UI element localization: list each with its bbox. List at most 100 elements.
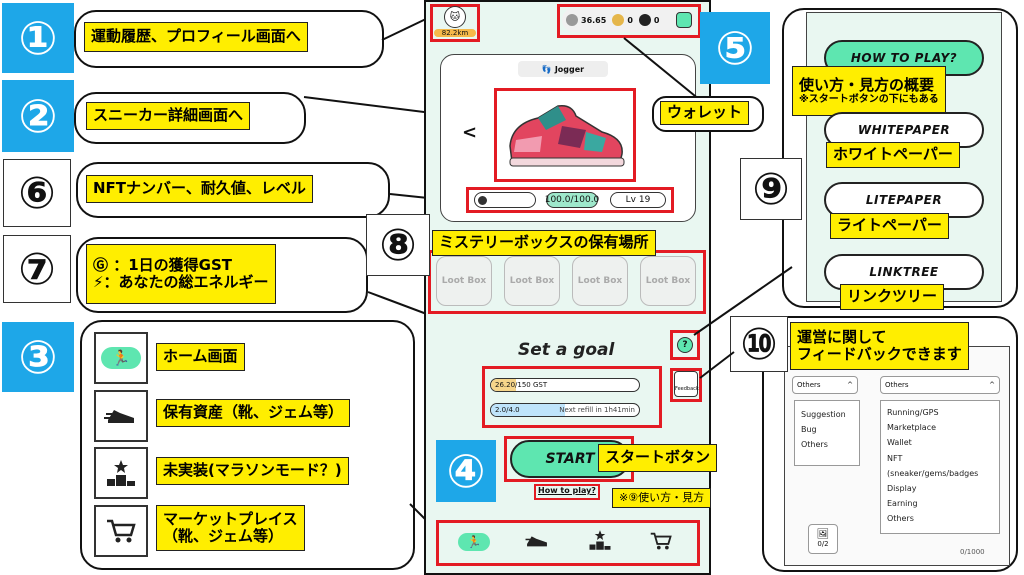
- label-feedback-line2: フィードバックできます: [797, 345, 962, 363]
- sneaker-type-tag: 👣Jogger: [518, 61, 608, 77]
- chevron-up-icon: ^: [989, 381, 995, 389]
- wallet-balance: 36.65: [581, 15, 607, 25]
- subcategory-option[interactable]: NFT (sneaker/gems/badges: [887, 453, 979, 478]
- label-howto-note: ※スタートボタンの下にもある: [799, 93, 939, 105]
- badge-6: ⑥: [3, 159, 71, 227]
- nav-podium-tab[interactable]: [588, 530, 612, 554]
- label-start: スタートボタン: [598, 444, 718, 472]
- label-howto: 使い方・見方の概要 ※スタートボタンの下にもある: [792, 66, 946, 116]
- avatar: 🐱: [444, 6, 466, 28]
- label-nft: NFTナンバー、耐久値、レベル: [86, 175, 313, 203]
- label-unimplemented: 未実装(マラソンモード？): [156, 457, 349, 485]
- category-select[interactable]: Others ^: [792, 376, 858, 394]
- badge-8: ⑧: [366, 214, 430, 276]
- gmt-coin-icon: [638, 14, 651, 26]
- highlight-sneaker: [494, 88, 636, 182]
- image-upload-button[interactable]: 🖼 0/2: [808, 524, 838, 554]
- energy-text: 2.0/4.0: [495, 406, 520, 414]
- label-gst-energy: Ⓖ ：1日の獲得GST ⚡：あなたの総エネルギー: [86, 244, 276, 304]
- podium-icon: [94, 447, 148, 499]
- category-option[interactable]: Suggestion: [801, 410, 846, 419]
- distance-text: 82.2km: [434, 29, 476, 37]
- wallet-icon: [676, 12, 692, 28]
- help-button[interactable]: ?: [677, 337, 693, 353]
- highlight-nav: [436, 520, 700, 566]
- label-assets: 保有資産（靴、ジェム等）: [156, 399, 351, 427]
- wallet-bar[interactable]: 36.65 0 0: [562, 8, 696, 32]
- category-select-value: Others: [797, 381, 821, 389]
- highlight-profile: [430, 4, 480, 42]
- label-linktree: リンクツリー: [840, 284, 945, 310]
- gst-progress-fill: [491, 379, 517, 391]
- category-option[interactable]: Others: [801, 440, 828, 450]
- highlight-feedback: [670, 368, 702, 402]
- badge-2: ②: [2, 80, 74, 152]
- label-gst: Ⓖ ：1日の獲得GST: [93, 255, 233, 274]
- gmt-balance: 0: [653, 15, 660, 25]
- subcategory-option[interactable]: Others: [887, 514, 914, 524]
- prev-sneaker-arrow[interactable]: <: [462, 122, 478, 143]
- label-marketplace: マーケットプレイス （靴、ジェム等）: [156, 505, 305, 551]
- category-options: Suggestion Bug Others: [794, 400, 860, 466]
- chevron-up-icon: ^: [847, 381, 853, 389]
- label-feedback: 運営に関して フィードバックできます: [790, 322, 969, 370]
- cart-icon: [94, 505, 148, 557]
- label-marketplace-line1: マーケットプレイス: [163, 509, 298, 528]
- char-count: 0/1000: [960, 548, 985, 556]
- nav-home-tab[interactable]: 🏃: [458, 533, 490, 551]
- sneaker-icon: [94, 390, 148, 442]
- label-home: ホーム画面: [156, 343, 245, 371]
- highlight-goal: [482, 366, 662, 428]
- subcategory-option[interactable]: Running/GPS: [887, 408, 939, 417]
- sneaker-image[interactable]: [502, 96, 628, 174]
- sol-icon: [566, 14, 578, 26]
- gst-coin-icon: [612, 14, 625, 26]
- badge-4: ④: [436, 440, 496, 502]
- subcategory-option[interactable]: Wallet: [887, 438, 912, 448]
- label-marketplace-line2: （靴、ジェム等）: [163, 527, 284, 545]
- image-icon: 🖼: [816, 529, 830, 540]
- level-pill: Lv 19: [610, 192, 666, 208]
- highlight-help: [670, 330, 700, 360]
- loot-box[interactable]: Loot Box: [640, 256, 696, 306]
- loot-box[interactable]: Loot Box: [504, 256, 560, 306]
- gst-progress-text: 26.20/150 GST: [495, 381, 548, 389]
- subcategory-options: Running/GPS Marketplace Wallet NFT (snea…: [880, 400, 1000, 534]
- goal-title: Set a goal: [518, 340, 615, 360]
- subcategory-option[interactable]: Display: [887, 483, 917, 493]
- feedback-button[interactable]: Feedback: [674, 371, 699, 397]
- linktree-button[interactable]: LINKTREE: [824, 254, 984, 290]
- label-profile: 運動履歴、プロフィール画面へ: [84, 22, 308, 52]
- nft-number-pill: [474, 192, 536, 208]
- highlight-wallet: [557, 4, 701, 38]
- badge-9: ⑨: [740, 158, 802, 220]
- badge-5: ⑤: [700, 12, 770, 84]
- nav-sneaker-tab[interactable]: [524, 531, 550, 555]
- pointer-10: [699, 351, 735, 379]
- subcategory-option[interactable]: Earning: [887, 499, 918, 509]
- subcategory-option[interactable]: Marketplace: [887, 423, 937, 433]
- label-sneaker: スニーカー詳細画面へ: [86, 102, 251, 130]
- durability-pill: 100.0/100.0: [545, 192, 599, 208]
- home-icon: 🏃: [94, 332, 148, 384]
- label-start-note: ※⑨使い方・見方: [612, 488, 712, 508]
- badge-1: ①: [2, 3, 74, 73]
- pointer-5: [623, 37, 701, 101]
- label-whitepaper: ホワイトペーパー: [826, 142, 960, 168]
- pointer-1: [381, 17, 429, 41]
- category-option[interactable]: Bug: [801, 425, 817, 435]
- gst-balance: 0: [627, 15, 633, 25]
- subcategory-select[interactable]: Others ^: [880, 376, 1000, 394]
- how-to-play-link[interactable]: How to play?: [538, 486, 596, 495]
- loot-box[interactable]: Loot Box: [436, 256, 492, 306]
- loot-box[interactable]: Loot Box: [572, 256, 628, 306]
- label-howto-main: 使い方・見方の概要: [799, 75, 935, 94]
- subcategory-select-value: Others: [885, 381, 909, 389]
- nav-cart-tab[interactable]: [650, 531, 672, 555]
- label-wallet: ウォレット: [660, 101, 750, 125]
- label-energy: ⚡：あなたの総エネルギー: [93, 273, 269, 291]
- profile-button[interactable]: 🐱 82.2km: [434, 6, 476, 38]
- image-count: 0/2: [817, 540, 829, 548]
- badge-10: ⑩: [730, 316, 788, 372]
- refill-text: Next refill in 1h41min: [559, 406, 635, 414]
